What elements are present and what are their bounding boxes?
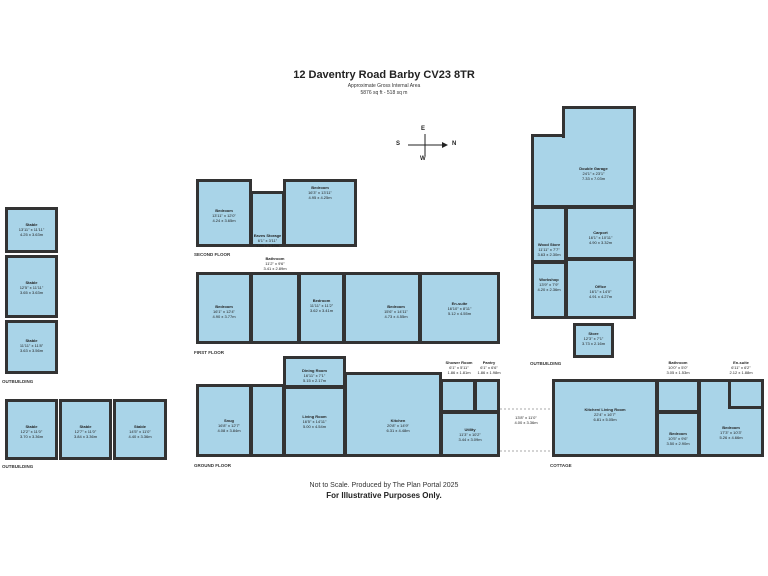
footer-disclaimer: Not to Scale. Produced by The Plan Porta… <box>309 482 459 489</box>
compass-north: N <box>452 141 457 147</box>
outbuilding-label-1: OUTBUILDING <box>2 379 34 384</box>
outbuilding-label-2: OUTBUILDING <box>2 464 34 469</box>
area-value: 5876 sq ft - 518 sq m <box>360 90 408 96</box>
compass: E S N W <box>392 126 458 164</box>
ff-bathroom <box>250 272 300 344</box>
compass-south: S <box>396 141 401 147</box>
passage-lines <box>500 408 556 452</box>
ground-floor-label: GROUND FLOOR <box>194 463 231 468</box>
address-title: 12 Daventry Road Barby CV23 8TR <box>293 69 475 81</box>
passage-label: 13'8" x 11'0"4.00 x 3.36m <box>514 415 538 425</box>
cottage-label: COTTAGE <box>550 463 572 468</box>
second-floor-label: SECOND FLOOR <box>194 252 231 257</box>
compass-west: W <box>420 156 426 162</box>
cottage-ensuite <box>728 379 764 409</box>
pantry <box>474 379 500 413</box>
first-floor-label: FIRST FLOOR <box>194 350 224 355</box>
garage-upper <box>562 106 636 138</box>
compass-arrows-icon <box>408 134 448 156</box>
compass-east: E <box>421 126 426 132</box>
hall <box>250 384 285 457</box>
shower-room <box>440 379 476 413</box>
area-label: Approximate Gross Internal Area <box>347 83 421 89</box>
footer-illustrative: For Illustrative Purposes Only. <box>326 491 442 500</box>
outbuilding-label-3: OUTBUILDING <box>530 361 562 366</box>
cottage-bathroom <box>656 379 700 413</box>
